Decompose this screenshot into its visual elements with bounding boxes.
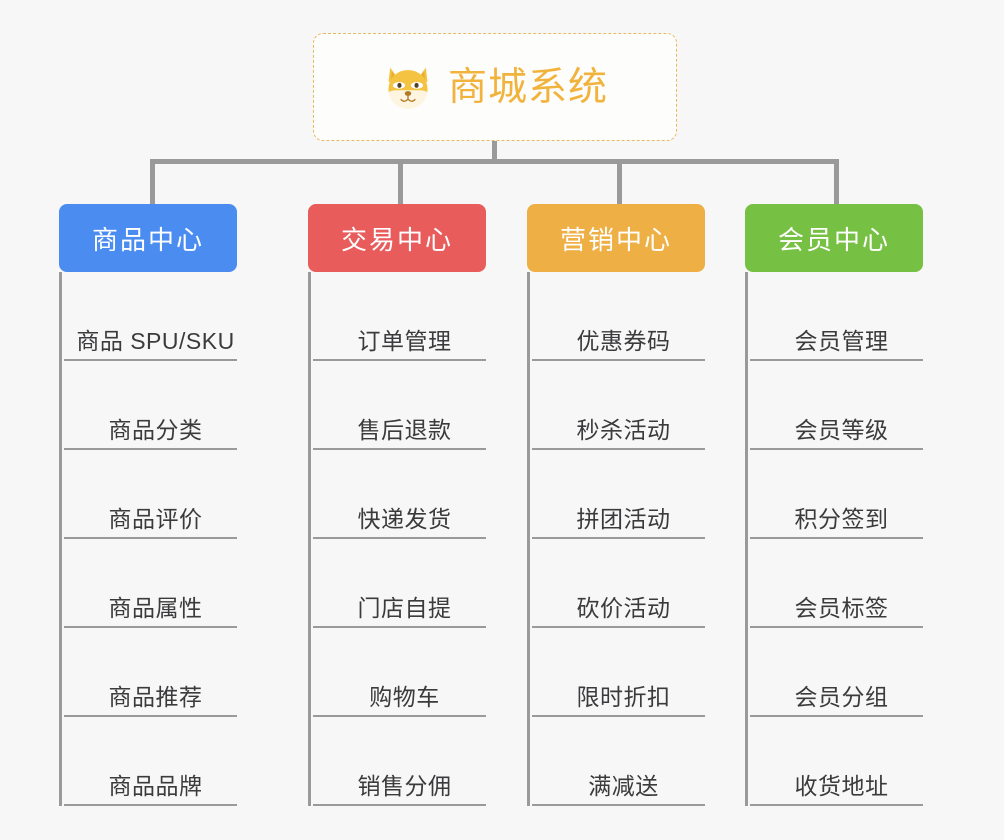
column-marketing-center: 营销中心 优惠券码 秒杀活动 拼团活动 砍价活动 限时折扣 满减送 [527,204,705,806]
list-item[interactable]: 售后退款 [313,361,486,450]
list-item-label: 砍价活动 [576,594,671,621]
list-item-label: 会员分组 [794,683,889,710]
list-item-label: 售后退款 [357,416,452,443]
connector-drop-3 [617,159,622,207]
column-header-label: 营销中心 [559,224,672,255]
connector-horizontal-bus [150,159,839,164]
connector-drop-4 [834,159,839,207]
list-item-label: 优惠券码 [576,327,671,354]
column-header-product-center[interactable]: 商品中心 [59,204,237,272]
list-item[interactable]: 商品属性 [64,539,237,628]
list-item[interactable]: 会员管理 [750,272,923,361]
list-item[interactable]: 商品分类 [64,361,237,450]
list-item[interactable]: 商品品牌 [64,717,237,806]
list-item[interactable]: 商品推荐 [64,628,237,717]
list-item-label: 会员管理 [794,327,889,354]
list-item-label: 销售分佣 [357,772,452,799]
list-item-label: 拼团活动 [576,505,671,532]
list-item-label: 会员标签 [794,594,889,621]
list-item[interactable]: 会员等级 [750,361,923,450]
list-item-label: 会员等级 [794,416,889,443]
column-product-center: 商品中心 商品 SPU/SKU 商品分类 商品评价 商品属性 商品推荐 商品品牌 [59,204,237,806]
list-item[interactable]: 积分签到 [750,450,923,539]
list-item[interactable]: 拼团活动 [532,450,705,539]
list-item-label: 商品分类 [108,416,203,443]
list-item[interactable]: 快递发货 [313,450,486,539]
column-header-member-center[interactable]: 会员中心 [745,204,923,272]
shiba-dog-face-icon [388,67,428,109]
list-item-label: 商品推荐 [108,683,203,710]
column-item-list: 订单管理 售后退款 快递发货 门店自提 购物车 销售分佣 [308,272,486,806]
list-item[interactable]: 秒杀活动 [532,361,705,450]
column-header-marketing-center[interactable]: 营销中心 [527,204,705,272]
list-item-label: 商品属性 [108,594,203,621]
column-header-label: 商品中心 [91,224,204,255]
connector-drop-2 [398,159,403,207]
list-item[interactable]: 商品 SPU/SKU [64,272,237,361]
list-item-label: 门店自提 [357,594,452,621]
list-item-label: 满减送 [588,772,659,799]
column-header-label: 会员中心 [777,224,890,255]
list-item-label: 秒杀活动 [576,416,671,443]
list-item-label: 商品 SPU/SKU [76,327,235,354]
list-item-label: 商品评价 [108,505,203,532]
column-item-list: 商品 SPU/SKU 商品分类 商品评价 商品属性 商品推荐 商品品牌 [59,272,237,806]
connector-drop-1 [150,159,155,207]
list-item-label: 积分签到 [794,505,889,532]
list-item[interactable]: 商品评价 [64,450,237,539]
list-item[interactable]: 砍价活动 [532,539,705,628]
list-item-label: 收货地址 [794,772,889,799]
column-trade-center: 交易中心 订单管理 售后退款 快递发货 门店自提 购物车 销售分佣 [308,204,486,806]
list-item[interactable]: 优惠券码 [532,272,705,361]
list-item[interactable]: 会员标签 [750,539,923,628]
column-member-center: 会员中心 会员管理 会员等级 积分签到 会员标签 会员分组 收货地址 [745,204,923,806]
list-item-label: 商品品牌 [108,772,203,799]
list-item[interactable]: 门店自提 [313,539,486,628]
list-item-label: 限时折扣 [576,683,671,710]
list-item-label: 购物车 [369,683,440,710]
list-item[interactable]: 满减送 [532,717,705,806]
root-node-title: 商城系统 [447,65,608,109]
list-item[interactable]: 限时折扣 [532,628,705,717]
root-node-mall-system[interactable]: 商城系统 [313,33,677,141]
list-item-label: 快递发货 [357,505,452,532]
list-item[interactable]: 收货地址 [750,717,923,806]
list-item[interactable]: 会员分组 [750,628,923,717]
list-item[interactable]: 购物车 [313,628,486,717]
list-item[interactable]: 销售分佣 [313,717,486,806]
column-header-label: 交易中心 [340,224,453,255]
column-item-list: 优惠券码 秒杀活动 拼团活动 砍价活动 限时折扣 满减送 [527,272,705,806]
list-item-label: 订单管理 [357,327,452,354]
column-header-trade-center[interactable]: 交易中心 [308,204,486,272]
list-item[interactable]: 订单管理 [313,272,486,361]
column-item-list: 会员管理 会员等级 积分签到 会员标签 会员分组 收货地址 [745,272,923,806]
connector-root-stem [492,141,497,163]
